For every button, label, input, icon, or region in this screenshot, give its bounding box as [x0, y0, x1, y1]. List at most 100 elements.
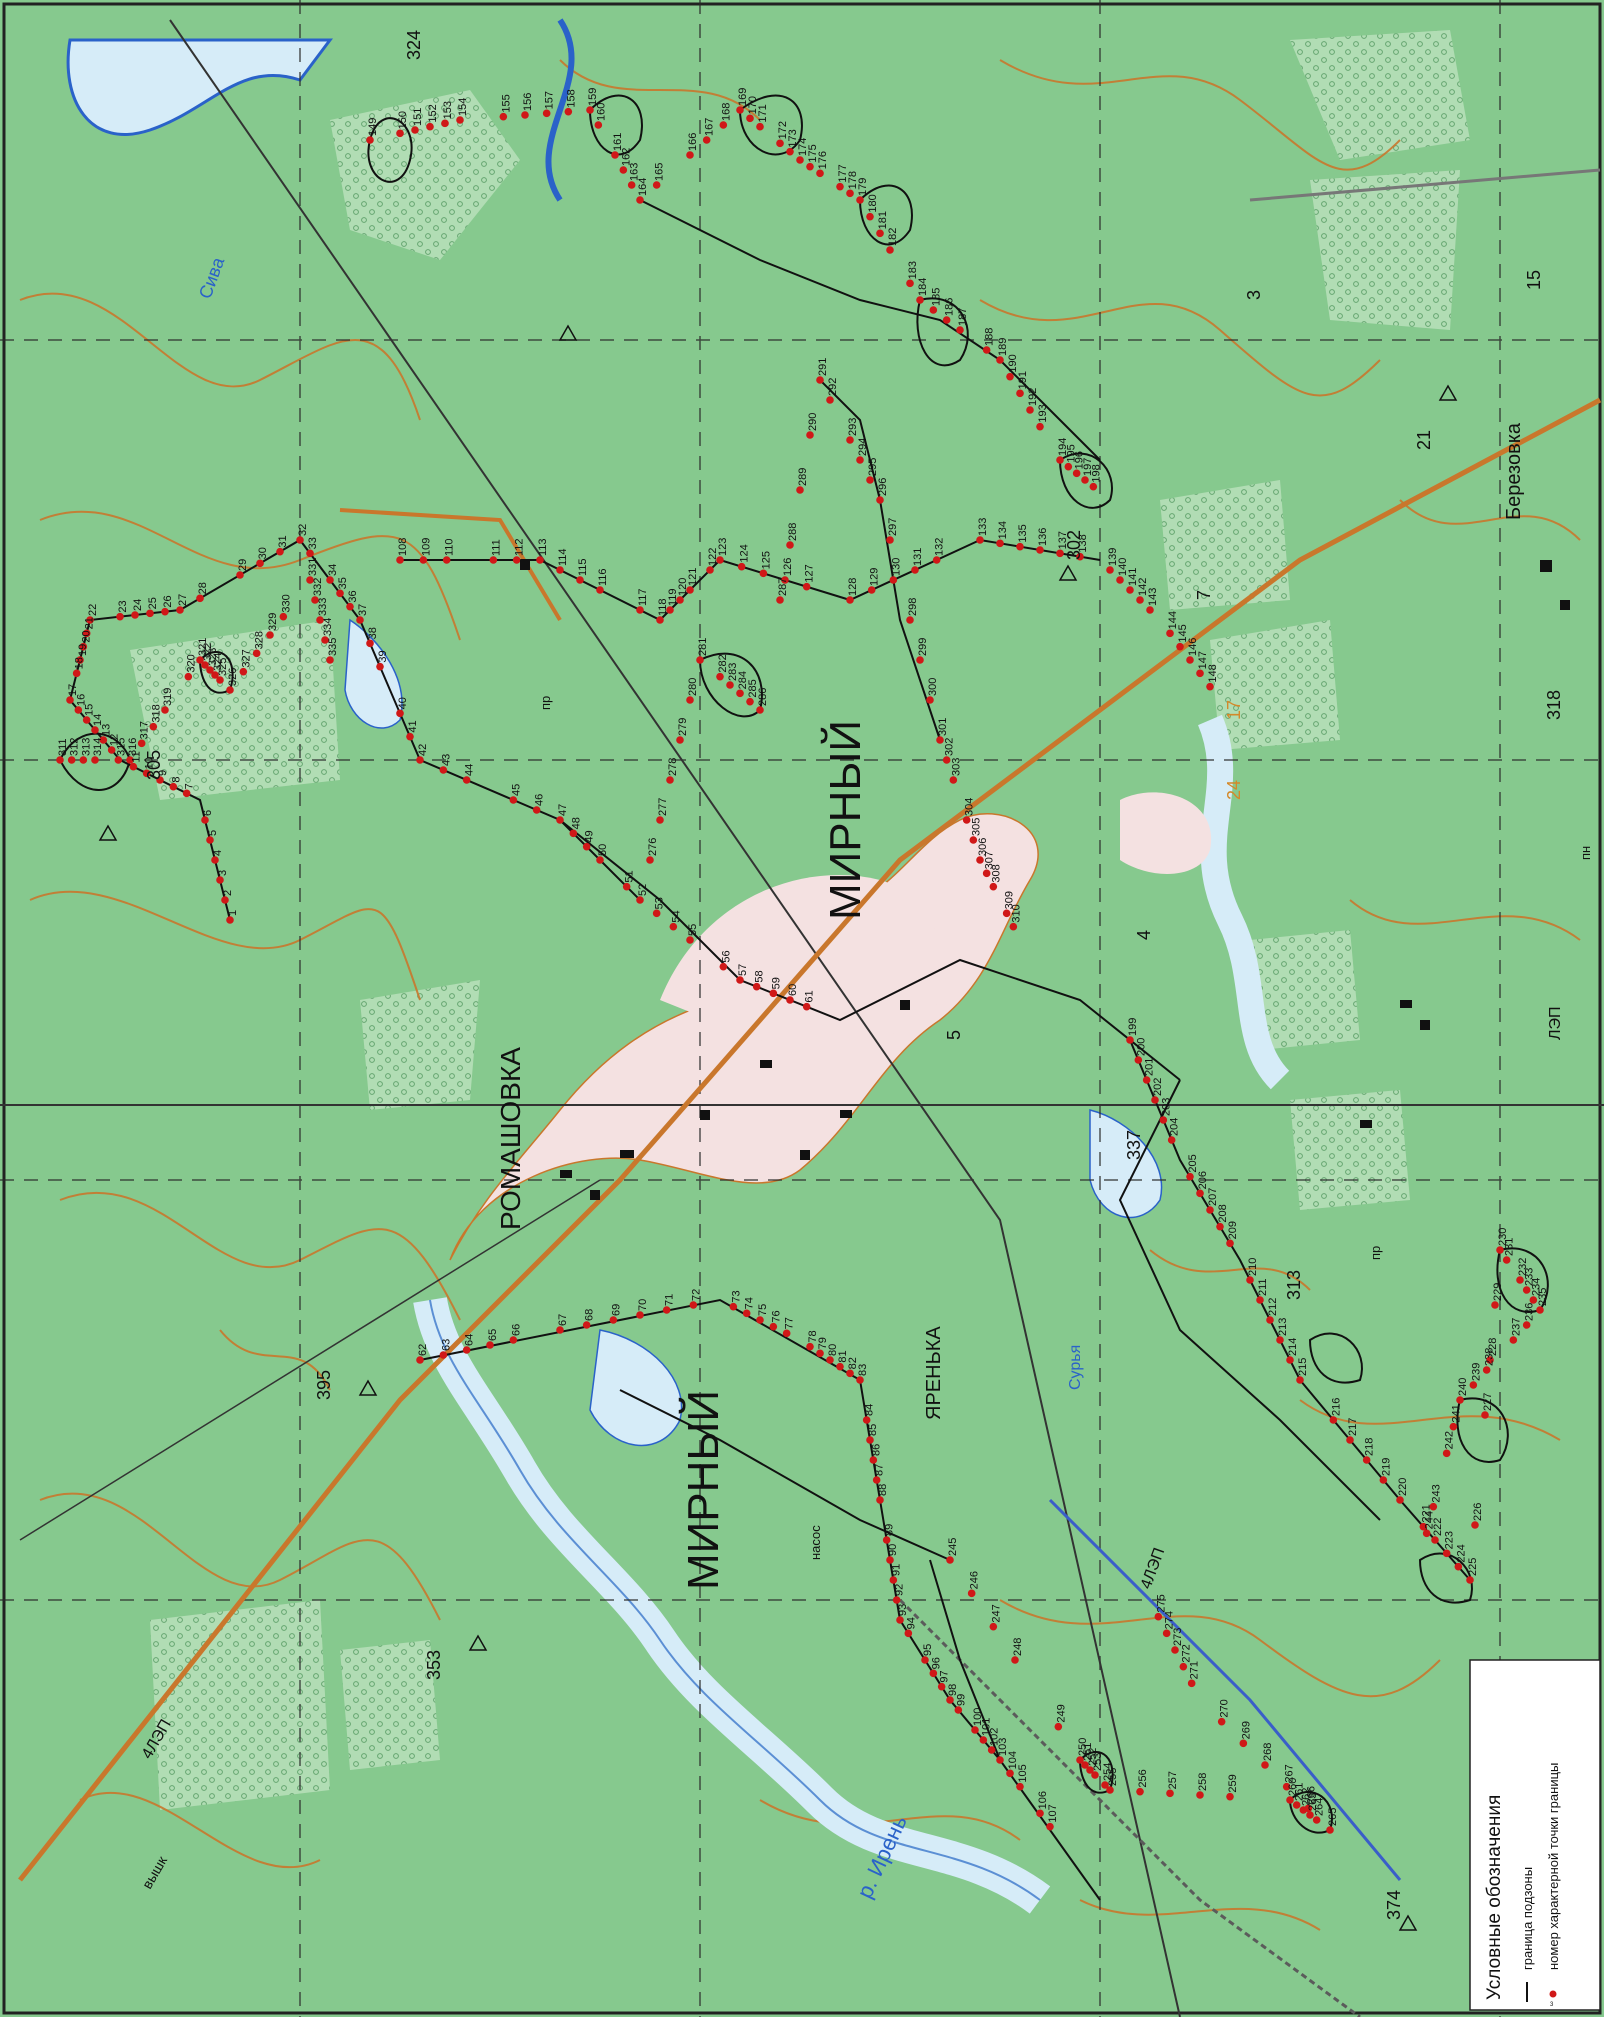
- boundary-point-number: 260: [1287, 1778, 1299, 1796]
- boundary-point: [1002, 909, 1011, 918]
- boundary-point-number: 140: [1117, 558, 1129, 576]
- boundary-point: [752, 982, 761, 991]
- boundary-point: [1166, 1789, 1174, 1798]
- boundary-point-number: 217: [1347, 1418, 1359, 1436]
- boundary-point: [509, 796, 518, 804]
- boundary-point-number: 40: [397, 697, 409, 709]
- boundary-point-number: 39: [377, 650, 389, 662]
- boundary-point-number: 131: [912, 548, 924, 566]
- boundary-point-number: 278: [667, 758, 679, 776]
- boundary-point-number: 32: [297, 524, 309, 536]
- boundary-point: [396, 556, 404, 564]
- boundary-point: [201, 816, 209, 824]
- boundary-point-number: 304: [964, 798, 976, 816]
- boundary-point-number: 155: [500, 94, 512, 112]
- boundary-point-number: 13: [100, 724, 112, 736]
- boundary-point: [609, 1316, 618, 1324]
- boundary-point: [456, 116, 464, 124]
- boundary-point-number: 15: [84, 704, 96, 716]
- boundary-point-number: 330: [280, 594, 292, 612]
- boundary-point: [1136, 596, 1144, 604]
- boundary-point: [1379, 1476, 1388, 1484]
- boundary-point-number: 212: [1267, 1298, 1279, 1316]
- boundary-point-number: 72: [690, 1289, 702, 1301]
- boundary-point-number: 284: [737, 671, 749, 689]
- boundary-point-number: 17: [67, 684, 79, 696]
- boundary-point-number: 228: [1487, 1338, 1499, 1356]
- boundary-point-number: 38: [367, 627, 379, 639]
- boundary-point: [67, 756, 76, 764]
- boundary-point: [129, 762, 138, 771]
- boundary-point: [816, 1349, 824, 1358]
- boundary-point: [441, 119, 449, 128]
- boundary-point: [116, 612, 124, 621]
- boundary-point-number: 323: [207, 648, 219, 666]
- boundary-point: [1482, 1366, 1491, 1374]
- boundary-point: [989, 882, 998, 891]
- boundary-point-number: 95: [922, 1644, 934, 1656]
- boundary-point: [942, 316, 951, 324]
- boundary-point: [746, 697, 754, 706]
- boundary-point: [987, 1746, 996, 1754]
- boundary-point-number: 219: [1380, 1458, 1392, 1476]
- grid-label: 21: [1414, 430, 1434, 450]
- boundary-point-number: 211: [1257, 1278, 1269, 1296]
- boundary-point-number: 236: [1524, 1303, 1536, 1321]
- boundary-point: [1006, 372, 1014, 381]
- boundary-point-number: 222: [1432, 1518, 1444, 1536]
- boundary-point: [689, 1301, 698, 1309]
- boundary-point-number: 312: [69, 738, 81, 756]
- boundary-point-number: 12: [109, 734, 121, 746]
- boundary-point-number: 176: [817, 151, 829, 169]
- boundary-point: [542, 109, 551, 118]
- boundary-point: [872, 1476, 881, 1484]
- boundary-point: [1286, 1356, 1294, 1364]
- boundary-point-number: 270: [1219, 1699, 1231, 1717]
- boundary-point: [1176, 642, 1184, 651]
- boundary-point-number: 328: [254, 631, 266, 649]
- boundary-point-number: 332: [312, 578, 324, 596]
- boundary-point-number: 126: [782, 558, 794, 576]
- boundary-point: [619, 166, 628, 174]
- boundary-point: [536, 556, 544, 564]
- boundary-point: [1186, 656, 1194, 664]
- boundary-point-number: 244: [1424, 1511, 1436, 1529]
- boundary-point-number: 288: [787, 523, 799, 541]
- boundary-point: [279, 612, 288, 621]
- boundary-point: [636, 896, 644, 904]
- boundary-point: [1217, 1717, 1226, 1726]
- boundary-point-number: 11: [130, 751, 142, 762]
- boundary-point: [1471, 1521, 1479, 1529]
- boundary-point-number: 87: [874, 1464, 886, 1476]
- boundary-point-number: 313: [80, 738, 92, 756]
- boundary-point: [1036, 422, 1044, 431]
- boundary-point: [1134, 1056, 1143, 1064]
- boundary-point-number: 25: [147, 597, 159, 609]
- boundary-point: [786, 541, 794, 549]
- boundary-point: [1396, 1496, 1404, 1504]
- building-marks: [520, 560, 1570, 1200]
- boundary-point-number: 274: [1164, 1611, 1176, 1629]
- boundary-point-number: 54: [670, 910, 682, 922]
- boundary-point: [1481, 1411, 1489, 1419]
- boundary-point-number: 75: [757, 1304, 769, 1316]
- boundary-point: [419, 556, 428, 564]
- boundary-point: [856, 456, 864, 464]
- boundary-point-number: 73: [730, 1290, 742, 1302]
- boundary-point: [1226, 1792, 1234, 1801]
- boundary-point: [149, 722, 158, 731]
- boundary-point: [411, 126, 419, 134]
- boundary-point-number: 100: [972, 1708, 984, 1726]
- boundary-point: [1056, 456, 1064, 464]
- boundary-point-number: 61: [804, 990, 816, 1002]
- boundary-point-number: 143: [1147, 588, 1159, 606]
- boundary-point-number: 48: [570, 817, 582, 829]
- boundary-loops: [58, 94, 1549, 1834]
- boundary-point-number: 308: [990, 864, 1002, 882]
- boundary-point: [716, 672, 724, 681]
- boundary-point-number: 258: [1197, 1773, 1209, 1791]
- boundary-point: [996, 356, 1004, 364]
- boundary-point-number: 45: [510, 784, 522, 796]
- boundary-point-number: 112: [514, 538, 526, 556]
